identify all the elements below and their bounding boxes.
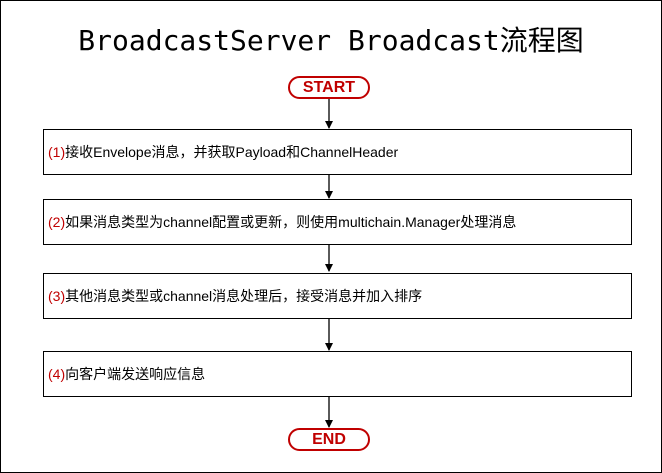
step-2-text: 如果消息类型为channel配置或更新，则使用multichain.Manage…: [65, 214, 517, 230]
step-4-text: 向客户端发送响应信息: [65, 366, 206, 382]
process-step-3: (3)其他消息类型或channel消息处理后，接受消息并加入排序: [43, 273, 632, 319]
step-4-number: (4): [48, 366, 66, 382]
step-1-number: (1): [48, 144, 66, 160]
process-step-1: (1)接收Envelope消息，并获取Payload和ChannelHeader: [43, 129, 632, 175]
diagram-title: BroadcastServer Broadcast流程图: [78, 24, 584, 57]
start-terminal: START: [288, 76, 370, 99]
step-1-text: 接收Envelope消息，并获取Payload和ChannelHeader: [65, 144, 399, 160]
process-step-4: (4)向客户端发送响应信息: [43, 351, 632, 397]
start-label: START: [302, 78, 356, 96]
step-3-number: (3): [48, 288, 66, 304]
step-2-number: (2): [48, 214, 66, 230]
process-step-2: (2)如果消息类型为channel配置或更新，则使用multichain.Man…: [43, 199, 632, 245]
end-terminal: END: [288, 428, 370, 451]
step-3-text: 其他消息类型或channel消息处理后，接受消息并加入排序: [65, 288, 423, 304]
end-label: END: [312, 430, 346, 448]
